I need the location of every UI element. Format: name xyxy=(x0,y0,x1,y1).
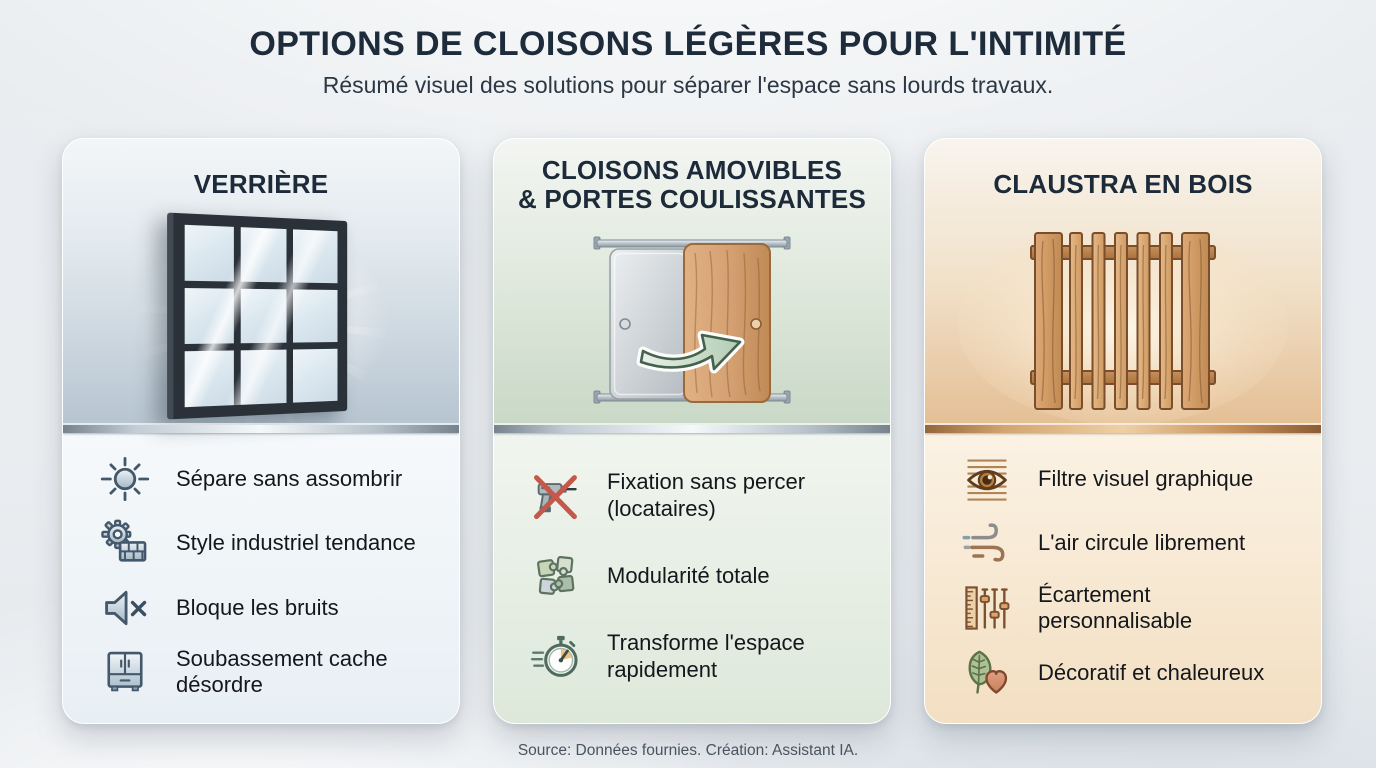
glass-window xyxy=(167,212,348,420)
list-item: Transforme l'espace rapidement xyxy=(528,630,872,683)
card-claustra-list: Filtre visuel graphique xyxy=(925,433,1321,723)
list-item: Sépare sans assombrir xyxy=(97,453,441,505)
ruler-sliders-icon xyxy=(959,582,1015,634)
no-drill-icon xyxy=(528,470,584,522)
eye-blinds-icon xyxy=(967,459,1007,501)
wind-icon xyxy=(962,523,1005,563)
list-item-label: Filtre visuel graphique xyxy=(1038,466,1254,492)
slide-arrow xyxy=(636,330,745,374)
list-item: Filtre visuel graphique xyxy=(959,453,1303,505)
puzzle-icon xyxy=(537,556,575,595)
card-cloisons-top: CLOISONS AMOVIBLES & PORTES COULISSANTES xyxy=(494,139,890,425)
glass-reflection xyxy=(184,224,338,408)
card-verriere-top: VERRIÈRE xyxy=(63,139,459,470)
wood-door xyxy=(683,243,771,403)
list-item-label: Modularité totale xyxy=(607,562,770,588)
list-item-label: Transforme l'espace rapidement xyxy=(607,630,805,682)
card-claustra-title: CLAUSTRA EN BOIS xyxy=(993,169,1253,200)
card-verriere-title: VERRIÈRE xyxy=(193,169,329,200)
silver-divider-bar xyxy=(494,425,890,433)
cabinet-icon xyxy=(97,646,153,698)
eye-blinds-icon xyxy=(959,453,1015,505)
card-verriere-list: Sépare sans assombrir xyxy=(63,433,459,723)
sliding-door-graphic xyxy=(593,236,791,404)
page-title: OPTIONS DE CLOISONS LÉGÈRES POUR L'INTIM… xyxy=(249,25,1127,63)
list-item: Style industriel tendance xyxy=(97,517,441,569)
card-cloisons-amovibles: CLOISONS AMOVIBLES & PORTES COULISSANTES xyxy=(493,138,891,724)
list-item-label: Fixation sans percer (locataires) xyxy=(607,469,806,521)
source-credit: Source: Données fournies. Création: Assi… xyxy=(517,742,859,759)
list-item-label: Décoratif et chaleureux xyxy=(1038,659,1265,685)
list-item: Bloque les bruits xyxy=(97,582,441,634)
gear-brick-icon xyxy=(97,517,153,569)
ruler-sliders-icon xyxy=(965,586,1010,630)
list-item-label: Style industriel tendance xyxy=(176,530,416,556)
header: OPTIONS DE CLOISONS LÉGÈRES POUR L'INTIM… xyxy=(0,0,1376,99)
card-verriere: VERRIÈRE xyxy=(62,138,460,724)
copper-divider-bar xyxy=(925,425,1321,433)
cards-row: VERRIÈRE xyxy=(62,138,1322,724)
list-item: Modularité totale xyxy=(528,550,872,602)
list-item-label: Sépare sans assombrir xyxy=(176,466,403,492)
wood-claustra-illustration xyxy=(925,215,1321,425)
page-subtitle: Résumé visuel des solutions pour séparer… xyxy=(322,71,1054,98)
stopwatch-icon xyxy=(528,631,584,683)
stopwatch-icon xyxy=(530,635,578,677)
list-item-label: Écartement personnalisable xyxy=(1038,581,1193,634)
wind-icon xyxy=(959,517,1015,569)
card-claustra-top: CLAUSTRA EN BOIS xyxy=(925,139,1321,425)
list-item: Fixation sans percer (locataires) xyxy=(528,469,872,522)
list-item-label: Soubassement cache désordre xyxy=(176,645,388,698)
list-item-label: L'air circule librement xyxy=(1038,530,1246,556)
gear-brick-icon xyxy=(101,520,147,563)
card-cloisons-title: CLOISONS AMOVIBLES & PORTES COULISSANTES xyxy=(517,154,866,214)
leaf-heart-icon xyxy=(968,650,1008,694)
cabinet-icon xyxy=(107,652,143,692)
wood-claustra-graphic xyxy=(958,225,1288,425)
list-item: Soubassement cache désordre xyxy=(97,646,441,699)
card-cloisons-list: Fixation sans percer (locataires) xyxy=(494,433,890,723)
puzzle-icon xyxy=(528,550,584,602)
sliding-door-illustration xyxy=(494,215,890,425)
speaker-mute-icon xyxy=(105,590,147,625)
leaf-heart-icon xyxy=(959,647,1015,699)
glass-partition-illustration xyxy=(63,170,459,470)
grey-panel xyxy=(609,248,691,400)
card-claustra: CLAUSTRA EN BOIS xyxy=(924,138,1322,724)
silver-divider-bar xyxy=(63,425,459,433)
speaker-mute-icon xyxy=(97,582,153,634)
list-item-label: Bloque les bruits xyxy=(176,594,339,620)
list-item: L'air circule librement xyxy=(959,517,1303,569)
list-item: Décoratif et chaleureux xyxy=(959,647,1303,699)
no-drill-icon xyxy=(534,474,577,519)
list-item: Écartement personnalisable xyxy=(959,582,1303,635)
